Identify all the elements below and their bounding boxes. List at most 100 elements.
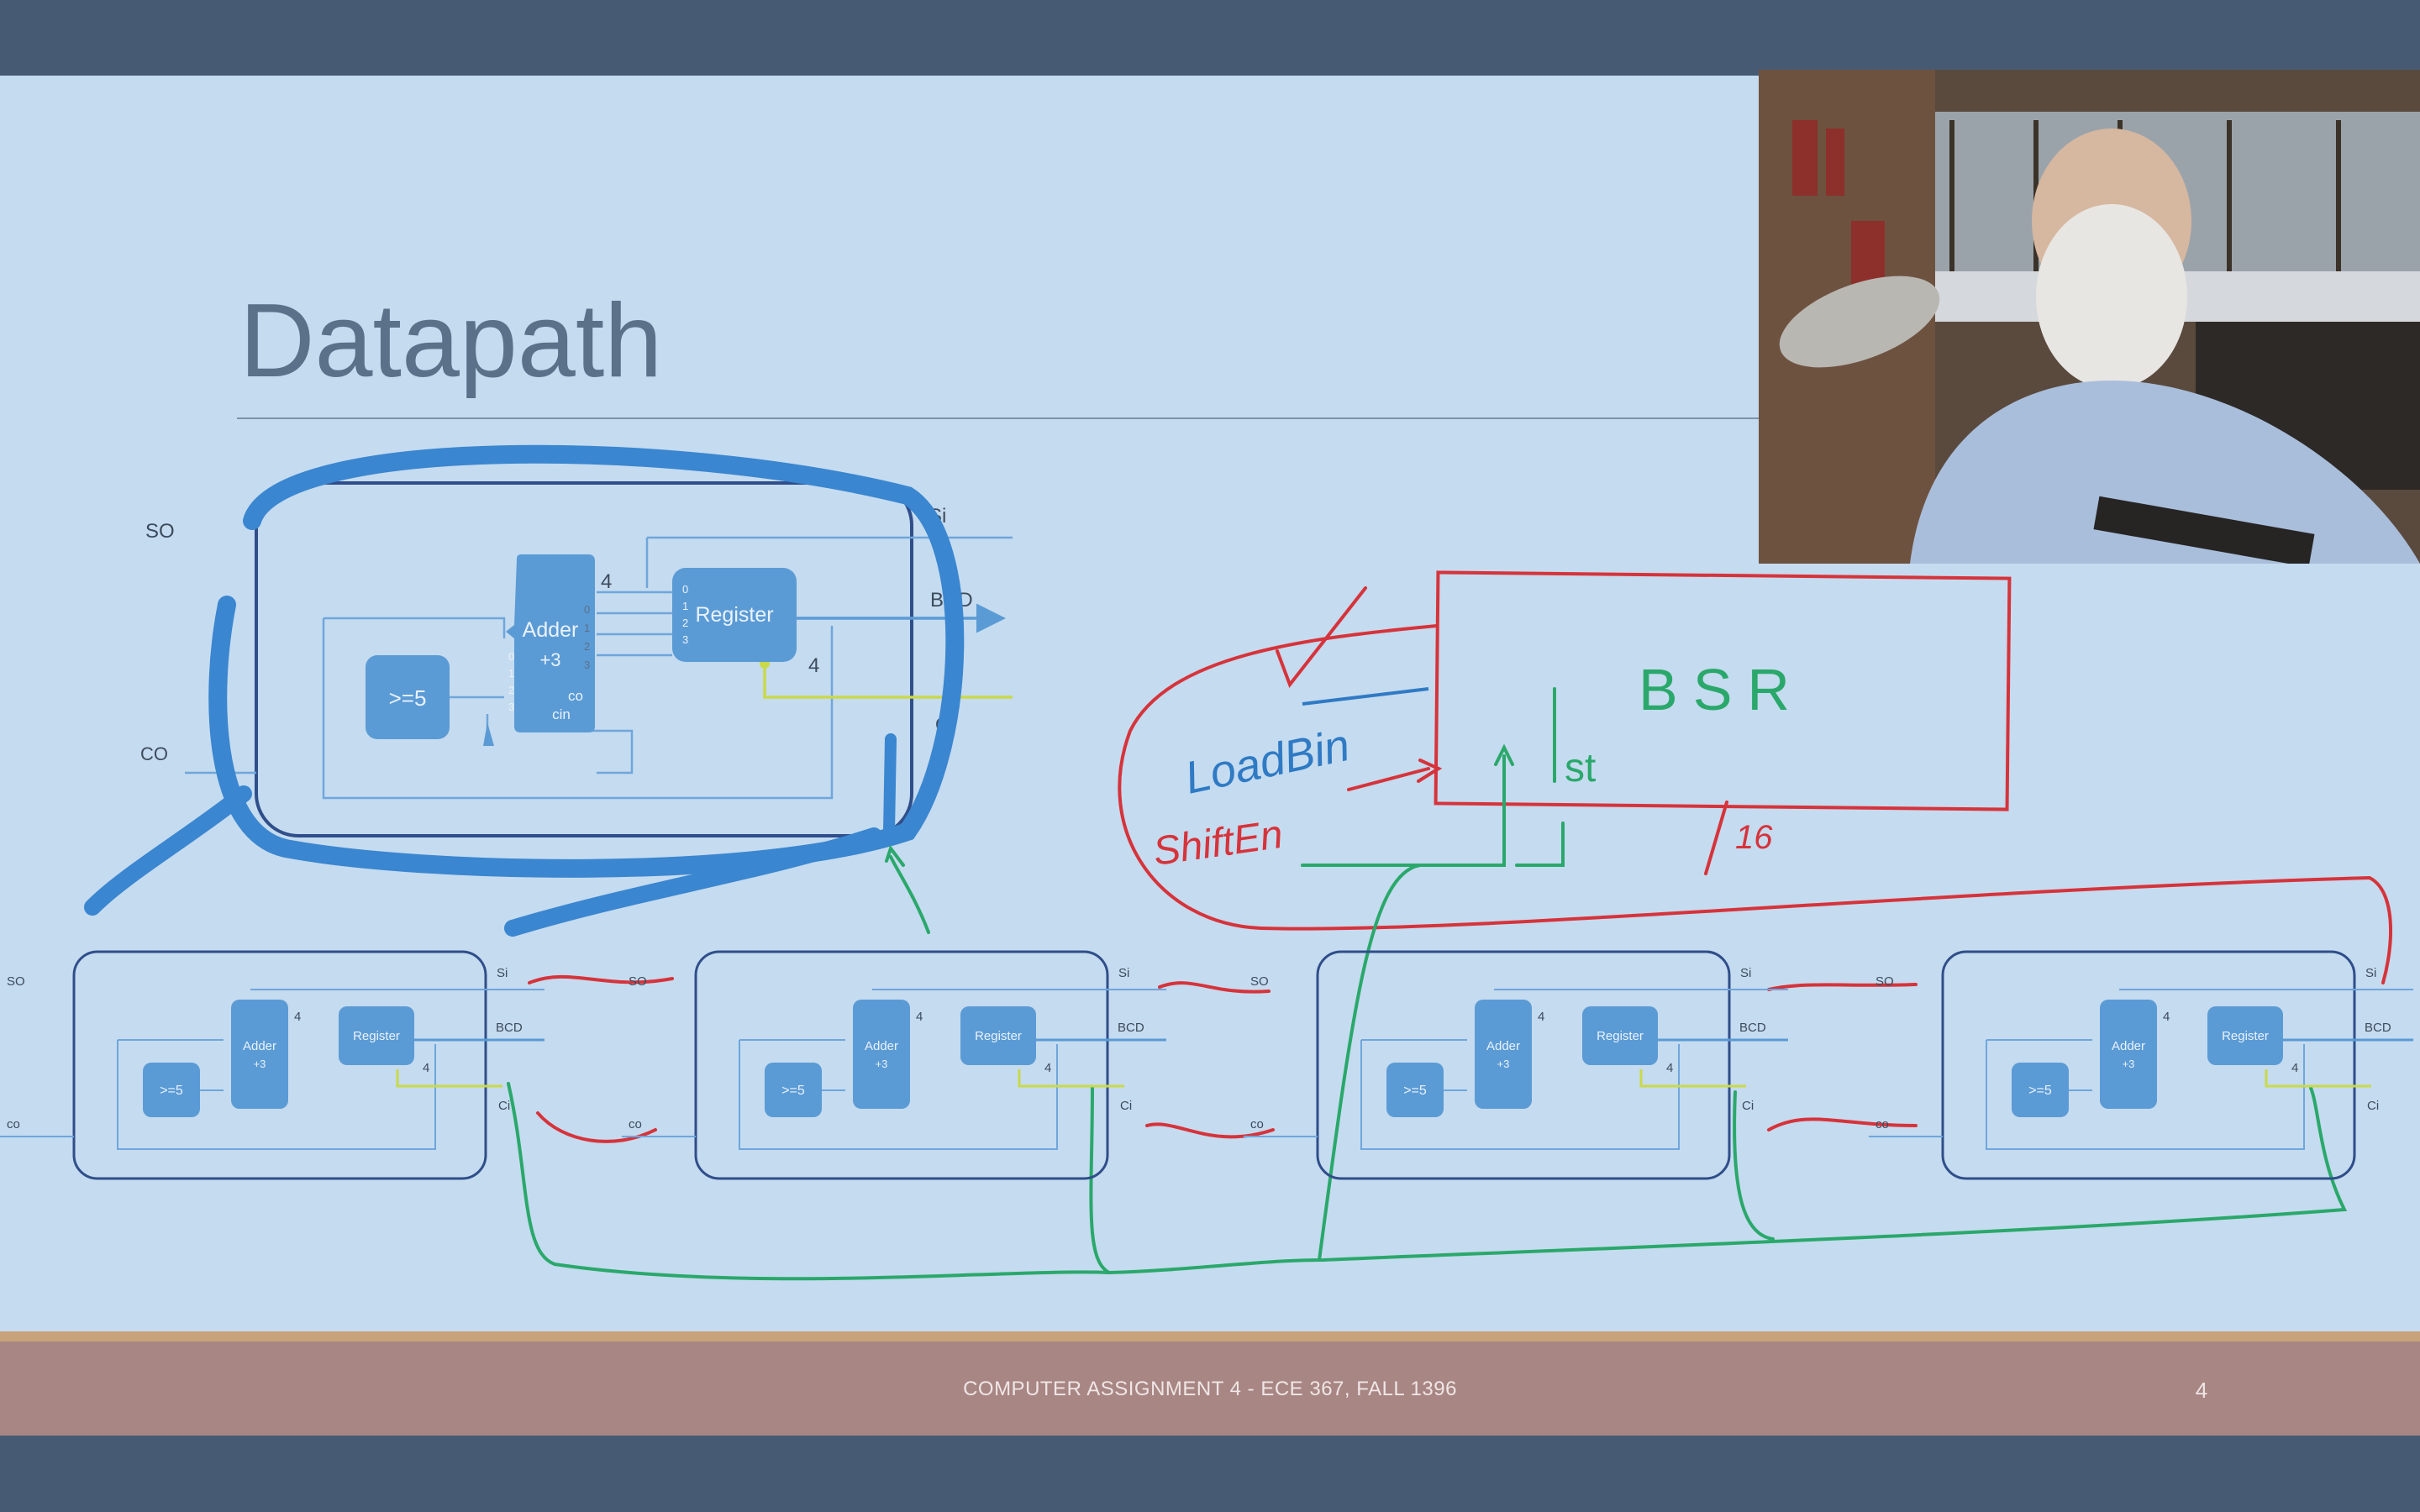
small-register-label: Register — [975, 1029, 1022, 1043]
small-cell-wires — [1244, 989, 1788, 1150]
small-adder-sub-label: +3 — [254, 1058, 266, 1070]
yellow-wire — [763, 664, 1013, 699]
svg-text:2: 2 — [682, 617, 688, 629]
bsr-label: BSR — [1639, 657, 1805, 722]
small-adder-sub-label: +3 — [876, 1058, 888, 1070]
small-so-label: SO — [1876, 974, 1894, 989]
small-si-label: Si — [2365, 966, 2376, 980]
small-so-label: SO — [7, 974, 25, 989]
footer-text: COMPUTER ASSIGNMENT 4 - ECE 367, FALL 13… — [963, 1378, 1457, 1400]
green-handwriting: BSR st — [1565, 657, 1805, 790]
yellow-wire — [2265, 1069, 2371, 1088]
yellow-wire — [1018, 1069, 1124, 1088]
small-co-label: co — [1876, 1117, 1889, 1131]
small-adder-label: Adder — [243, 1039, 276, 1053]
small-bus-width: 4 — [916, 1010, 923, 1024]
footer-accent-line — [0, 1331, 2420, 1341]
svg-text:1: 1 — [682, 600, 688, 612]
co-port-label: CO — [140, 743, 168, 764]
small-ci-label: Ci — [2367, 1099, 2379, 1113]
small-register-bus-width: 4 — [2291, 1061, 2298, 1075]
adder-cin-label: cin — [552, 706, 571, 722]
small-adder-block — [2100, 1000, 2157, 1109]
page-number: 4 — [2195, 1378, 2208, 1403]
st-label: st — [1565, 746, 1596, 790]
small-co-label: co — [1250, 1117, 1264, 1131]
small-register-block — [960, 1006, 1036, 1065]
shift-enable-label: ShiftEn — [1150, 812, 1286, 874]
small-si-label: Si — [497, 966, 508, 980]
small-register-label: Register — [353, 1029, 400, 1043]
small-register-bus-width: 4 — [423, 1061, 429, 1075]
svg-text:3: 3 — [584, 659, 590, 671]
blue-handwriting: LoadBin — [1181, 720, 1354, 804]
webcam-overlay — [1759, 70, 2420, 564]
big-cell-border — [255, 481, 913, 837]
small-compare-block — [765, 1063, 822, 1117]
small-cell-border — [694, 950, 1109, 1180]
bus-width-label: 16 — [1735, 819, 1773, 856]
small-adder-sub-label: +3 — [1497, 1058, 1510, 1070]
small-adder-block — [231, 1000, 288, 1109]
small-adder-label: Adder — [865, 1039, 898, 1053]
small-register-block — [339, 1006, 414, 1065]
small-adder-sub-label: +3 — [2123, 1058, 2135, 1070]
small-register-block — [2207, 1006, 2283, 1065]
yellow-wire — [396, 1069, 502, 1088]
small-compare-label: >=5 — [160, 1084, 183, 1098]
small-compare-block — [2012, 1063, 2069, 1117]
adder-label: Adder — [523, 618, 579, 642]
register-indices: 0 1 2 3 — [682, 583, 688, 646]
adder-input-indices: 0 1 2 3 — [508, 650, 514, 713]
register-bus-width: 4 — [808, 654, 819, 677]
small-cell-border — [1941, 950, 2356, 1180]
small-co-label: co — [629, 1117, 642, 1131]
blue-circle-stroke — [208, 444, 965, 878]
big-bcd-cell: Adder +3 co cin 0 1 2 3 0 1 2 3 4 Regist… — [140, 481, 1013, 837]
small-compare-label: >=5 — [1403, 1084, 1427, 1098]
compare-block — [366, 655, 450, 739]
register-label: Register — [695, 603, 773, 627]
svg-text:2: 2 — [584, 640, 590, 653]
small-adder-block — [853, 1000, 910, 1109]
adder-output-indices: 0 1 2 3 — [584, 603, 590, 671]
small-si-label: Si — [1740, 966, 1751, 980]
red-pen-annotations — [528, 570, 2393, 1143]
load-arrow — [1302, 687, 1429, 706]
small-adder-label: Adder — [2112, 1039, 2145, 1053]
slide-footer — [0, 1341, 2420, 1436]
adder-sub-label: +3 — [539, 649, 560, 670]
small-si-label: Si — [1118, 966, 1129, 980]
small-register-label: Register — [1597, 1029, 1644, 1043]
svg-text:0: 0 — [508, 650, 514, 663]
svg-text:0: 0 — [682, 583, 688, 596]
yellow-wire — [1639, 1069, 1746, 1088]
svg-text:1: 1 — [508, 667, 514, 680]
blue-pen-annotations — [84, 444, 965, 937]
small-register-label: Register — [2222, 1029, 2269, 1043]
green-pen-annotations — [507, 687, 2348, 1281]
small-bcd-label: BCD — [496, 1021, 523, 1035]
small-cell-wires — [622, 989, 1166, 1150]
adder-bus-width: 4 — [601, 570, 612, 593]
small-register-bus-width: 4 — [1666, 1061, 1673, 1075]
slide-title: Datapath — [239, 283, 663, 399]
small-bcd-label: BCD — [1118, 1021, 1144, 1035]
svg-text:3: 3 — [508, 701, 514, 713]
small-cell-border — [1316, 950, 1731, 1180]
small-compare-block — [1386, 1063, 1444, 1117]
down-arrow-icon — [483, 722, 494, 746]
adder-co-label: co — [568, 688, 583, 704]
load-bin-label: LoadBin — [1181, 720, 1354, 804]
register-block — [672, 568, 797, 662]
small-compare-label: >=5 — [2028, 1084, 2052, 1098]
small-bcd-label: BCD — [2365, 1021, 2391, 1035]
svg-text:0: 0 — [584, 603, 590, 616]
small-bus-width: 4 — [1538, 1010, 1544, 1024]
